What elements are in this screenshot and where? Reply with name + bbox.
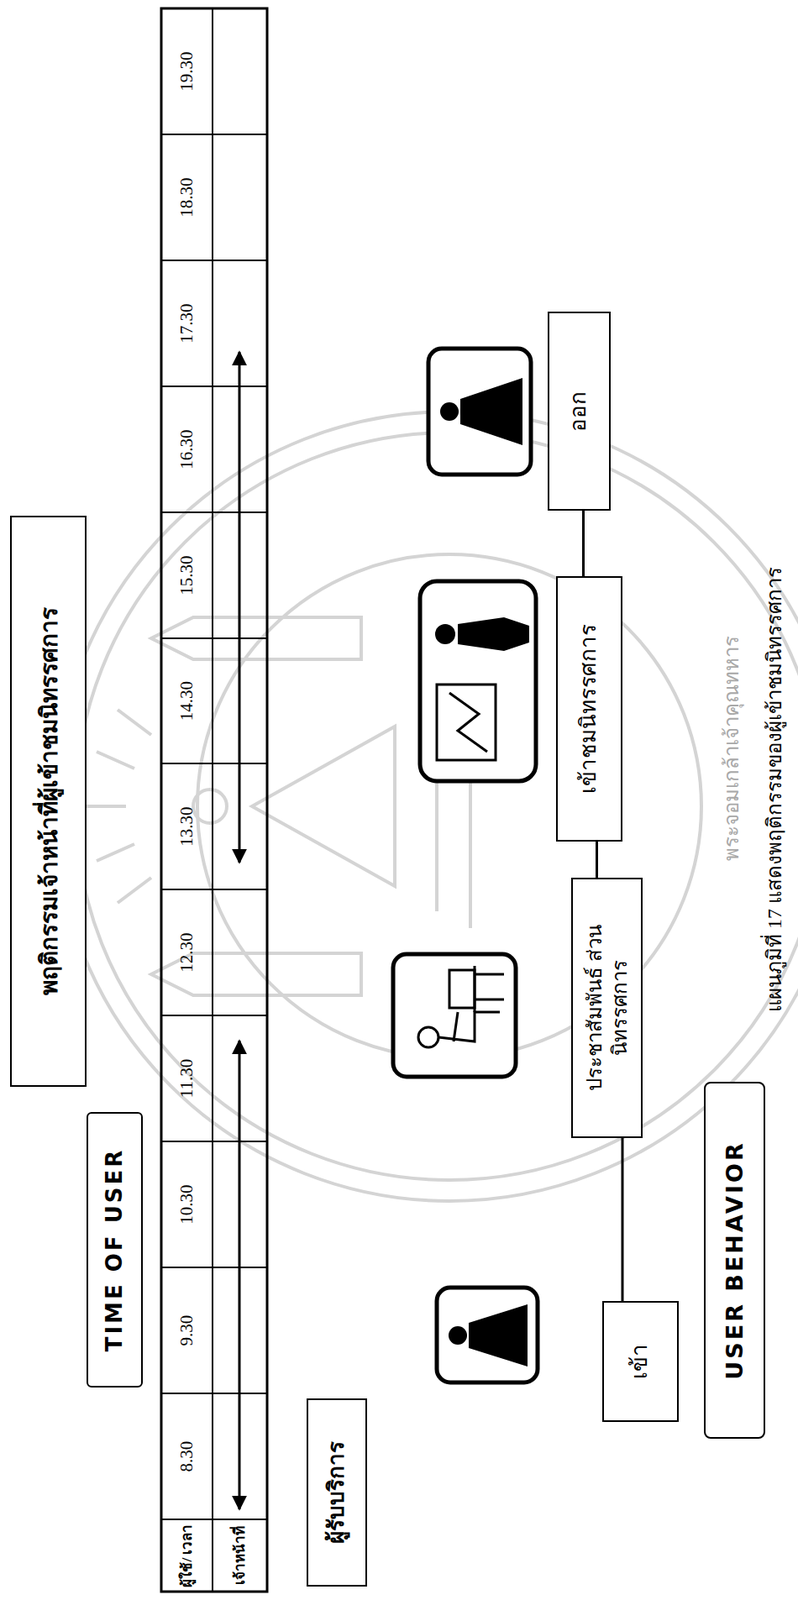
flow-connector: [595, 841, 599, 878]
flow-connector: [621, 1138, 625, 1302]
table-row-header: เจ้าหน้าที่: [231, 1526, 249, 1586]
time-cell: 16.30: [175, 429, 198, 469]
time-cell: 8.30: [175, 1441, 198, 1473]
time-cell-box: 18.30: [162, 136, 211, 259]
time-cell-box: 15.30: [162, 514, 211, 637]
watermark-text: พระจอมเกล้าเจ้าคุณทหาร: [714, 0, 748, 861]
node-text: เข้าชมนิทรรศการ: [575, 624, 604, 794]
time-cell: 13.30: [175, 806, 198, 846]
time-cell: 19.30: [175, 51, 198, 91]
table-row-header-box: เจ้าหน้าที่: [214, 1521, 266, 1591]
section-heading-box: USER BEHAVIOR: [703, 1081, 766, 1439]
node-text: ประชาสัมพันธ์ ส่วนนิทรรศการ: [582, 924, 633, 1092]
section-heading-box: TIME OF USER: [86, 1112, 143, 1388]
time-cell-box: 19.30: [162, 10, 211, 133]
time-cell: 15.30: [175, 555, 198, 595]
time-cell: 12.30: [175, 932, 198, 972]
time-cell-box: 12.30: [162, 891, 211, 1014]
time-cell: 11.30: [175, 1059, 198, 1098]
section-heading: TIME OF USER: [100, 1148, 129, 1353]
section-heading: USER BEHAVIOR: [720, 1140, 750, 1380]
process-box: ออก: [547, 311, 611, 511]
time-cell: 14.30: [175, 681, 198, 721]
diagram-title: พฤติกรรมเจ้าหน้าที่ผู้เข้าชมนิทรรศการ: [30, 607, 68, 996]
process-box: ประชาสัมพันธ์ ส่วนนิทรรศการ: [571, 877, 643, 1139]
flow-connector: [582, 510, 585, 577]
time-cell: 9.30: [175, 1315, 198, 1347]
time-cell-box: 17.30: [162, 262, 211, 385]
user-group-label: ผู้รับบริการ: [323, 1441, 352, 1544]
time-cell: 17.30: [175, 303, 198, 343]
node-text: ออก: [565, 391, 594, 432]
table-header: ผู้ใช้/ เวลา: [178, 1524, 196, 1588]
time-cell-box: 11.30: [162, 1017, 211, 1140]
figure-caption: แผนภูมิที่ 17 แสดงพฤติกรรมของผู้เข้าชมนิ…: [757, 0, 791, 1013]
time-cell-box: 16.30: [162, 388, 211, 511]
process-box: เข้า: [602, 1301, 679, 1423]
time-cell: 18.30: [175, 177, 198, 217]
time-cell-box: 13.30: [162, 765, 211, 888]
title-box: พฤติกรรมเจ้าหน้าที่ผู้เข้าชมนิทรรศการ: [10, 515, 87, 1087]
user-group-label-box: ผู้รับบริการ: [306, 1398, 368, 1587]
table-header-box: ผู้ใช้/ เวลา: [162, 1521, 211, 1591]
time-cell-box: 14.30: [162, 640, 211, 762]
time-cell: 10.30: [175, 1184, 198, 1224]
node-text: เข้า: [626, 1344, 655, 1380]
time-cell-box: 8.30: [162, 1395, 211, 1518]
time-cell-box: 9.30: [162, 1269, 211, 1392]
time-cell-box: 10.30: [162, 1143, 211, 1266]
process-box: เข้าชมนิทรรศการ: [556, 576, 623, 842]
